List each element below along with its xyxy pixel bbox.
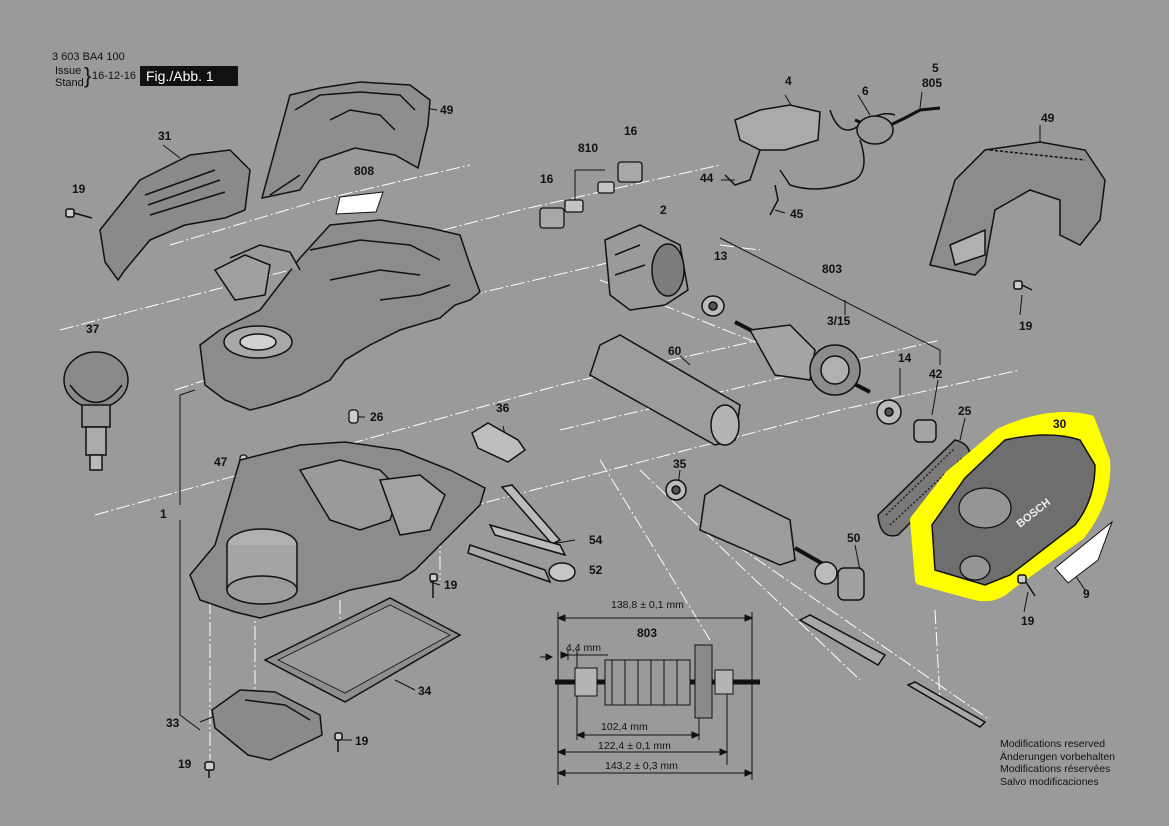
- screw-part-19-e: [1013, 280, 1033, 291]
- part-label-49a: 49: [440, 103, 454, 117]
- part-label-19b: 19: [444, 578, 458, 592]
- issue-date: 16-12-16: [92, 70, 137, 82]
- part-label-805: 805: [922, 76, 942, 90]
- shoe-part-33: [211, 689, 323, 761]
- screw-part-19-b: [429, 573, 438, 598]
- dimension-drawing: [540, 612, 760, 785]
- part-label-3-15: 3/15: [827, 314, 851, 328]
- part-label-808: 808: [354, 164, 374, 178]
- modifications-note: Modifications reserved Änderungen vorbeh…: [1000, 738, 1115, 788]
- base-plate-part-34: [263, 597, 462, 703]
- part-label-54: 54: [589, 533, 603, 547]
- part-label-16b: 16: [540, 172, 554, 186]
- belt-cover-part-30-highlighted: BOSCH: [910, 411, 1111, 602]
- part-label-13: 13: [714, 249, 728, 263]
- part-label-803b: 803: [637, 626, 657, 640]
- part-label-26: 26: [370, 410, 384, 424]
- part-label-19e: 19: [1019, 319, 1033, 333]
- part-label-60: 60: [668, 344, 682, 358]
- part-label-34: 34: [418, 684, 432, 698]
- part-label-30: 30: [1053, 417, 1067, 431]
- part-label-1: 1: [160, 507, 167, 521]
- pin-part-26: [348, 409, 359, 424]
- part-label-9: 9: [1083, 587, 1090, 601]
- blade-parts: [798, 614, 987, 728]
- part-label-16a: 16: [624, 124, 638, 138]
- part-label-31: 31: [158, 129, 172, 143]
- document-number: 3 603 BA4 100: [52, 51, 125, 63]
- rail-part-52: [467, 544, 576, 584]
- carbon-brush-part-810: [597, 181, 615, 194]
- armature-part-3-15: [734, 320, 871, 396]
- dim-122-4: 122,4 ± 0,1 mm: [598, 740, 671, 752]
- part-label-14: 14: [898, 351, 912, 365]
- part-label-36: 36: [496, 401, 510, 415]
- knob-part-37: [63, 351, 129, 471]
- part-label-19f: 19: [1021, 614, 1035, 628]
- figure-title: Fig./Abb. 1: [140, 66, 238, 86]
- modification-line-es: Salvo modificaciones: [1000, 775, 1099, 788]
- part-label-19c: 19: [355, 734, 369, 748]
- field-coil-part-2: [604, 224, 689, 311]
- planer-drum: [699, 484, 831, 570]
- part-label-19d: 19: [178, 757, 192, 771]
- main-housing-upper: [199, 219, 481, 411]
- part-label-44: 44: [700, 171, 714, 185]
- washer-part-14: [876, 399, 902, 425]
- screw-part-19-d: [204, 761, 215, 778]
- base-housing-part-1: [189, 441, 486, 619]
- assembly-guide-lines: [59, 164, 1021, 760]
- rod-part-54: [488, 484, 567, 557]
- handle-part-49: [929, 141, 1106, 276]
- part-label-4: 4: [785, 74, 792, 88]
- tube-part-60: [589, 334, 741, 446]
- part-label-35: 35: [673, 457, 687, 471]
- label-part-808: [335, 191, 384, 215]
- modification-line-de: Änderungen vorbehalten: [1000, 750, 1116, 763]
- part-label-33: 33: [166, 716, 180, 730]
- part-label-42: 42: [929, 367, 943, 381]
- dim-102-4: 102,4 mm: [601, 721, 648, 733]
- part-label-19a: 19: [72, 182, 86, 196]
- dimension-labels: 138,8 ± 0,1 mm 4,4 mm 102,4 mm 122,4 ± 0…: [566, 599, 684, 772]
- brush-holder-part-16-a: [539, 199, 584, 229]
- modification-line-en: Modifications reserved: [1000, 738, 1106, 750]
- label-part-9: [1054, 520, 1114, 584]
- modification-line-fr: Modifications réservées: [1000, 763, 1111, 775]
- pulley-part-50: [814, 561, 865, 601]
- part-label-810: 810: [578, 141, 598, 155]
- part-label-37: 37: [86, 322, 100, 336]
- issue-brace: }: [84, 63, 92, 88]
- dim-138-8: 138,8 ± 0,1 mm: [611, 599, 684, 611]
- part-label-2: 2: [660, 203, 667, 217]
- side-cover-part-31: [99, 149, 251, 282]
- part-label-5: 5: [932, 61, 939, 75]
- dim-4-4: 4,4 mm: [566, 642, 601, 654]
- part-label-50: 50: [847, 531, 861, 545]
- cable-assembly-parts-4-5-6: [724, 104, 941, 216]
- screw-part-19-c: [334, 732, 343, 752]
- dim-143-2: 143,2 ± 0,3 mm: [605, 760, 678, 772]
- issue-label: Issue: [55, 65, 82, 77]
- screw-part-19-a: [65, 208, 93, 219]
- bearing-part-13: [701, 295, 725, 317]
- part-label-803a: 803: [822, 262, 842, 276]
- part-label-52: 52: [589, 563, 603, 577]
- part-label-25: 25: [958, 404, 972, 418]
- part-labels: 49 31 19 808 37 26 47 1 36 19 54 52 34 3…: [72, 61, 1090, 771]
- part-label-6: 6: [862, 84, 869, 98]
- stand-label: Stand: [55, 77, 84, 89]
- pulley-part-42: [913, 419, 937, 443]
- clip-part-36: [471, 422, 527, 463]
- screw-part-19-f: [1017, 574, 1036, 597]
- part-label-45: 45: [790, 207, 804, 221]
- cover-part-49: [260, 81, 431, 199]
- part-label-49b: 49: [1041, 111, 1055, 125]
- part-label-47: 47: [214, 455, 228, 469]
- bearing-part-35: [665, 479, 687, 501]
- brush-holder-part-16-b: [617, 161, 643, 183]
